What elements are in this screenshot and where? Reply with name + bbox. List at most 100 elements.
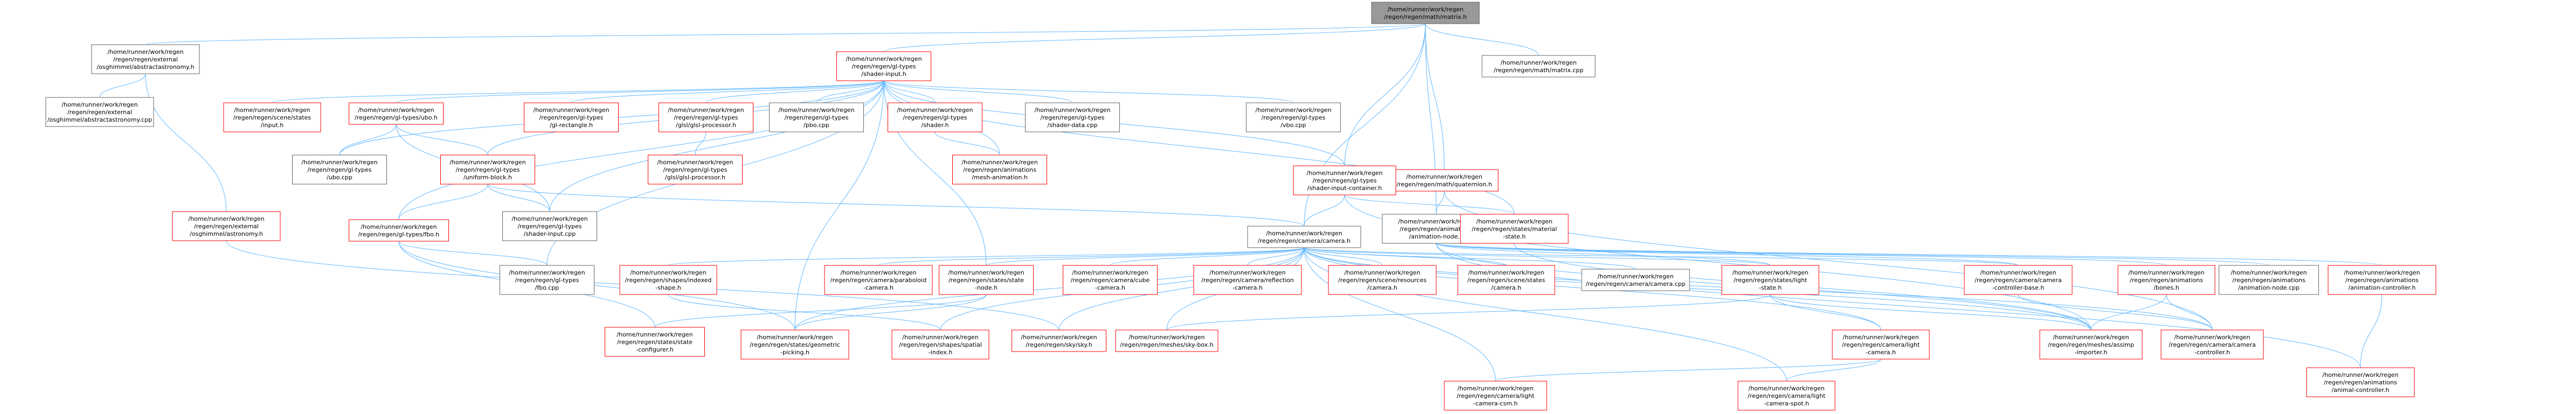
node-label-line: /regen/regen/states/geometric bbox=[750, 341, 840, 348]
edge-state-node-h-to-state-configurer-h bbox=[654, 294, 986, 328]
edge-shader-input-h-to-glsl-processor-h bbox=[705, 81, 884, 103]
node-mesh-animation-h[interactable]: /home/runner/work/regen/regen/regen/anim… bbox=[952, 155, 1047, 185]
node-box bbox=[888, 102, 982, 132]
node-box bbox=[2328, 265, 2436, 295]
node-camera-resources-h[interactable]: /home/runner/work/regen/regen/regen/scen… bbox=[1328, 265, 1437, 295]
edge-shader-input-h-to-gl-rectangle-h bbox=[571, 81, 884, 103]
node-label-line: /regen/regen/meshes/sky-box.h bbox=[1120, 341, 1213, 348]
node-label-line: /regen/regen/gl-types bbox=[903, 114, 967, 121]
node-astronomy-h[interactable]: /home/runner/work/regen/regen/regen/exte… bbox=[91, 44, 200, 74]
node-box bbox=[502, 211, 597, 241]
edge-animation-controller-h-to-animal-controller-h bbox=[2360, 294, 2382, 368]
edge-glsl-processor-h-to-glsl-processor-h2 bbox=[695, 132, 706, 156]
node-label-line: /regen/regen/gl-types bbox=[456, 166, 520, 173]
node-label-line: /shader.h bbox=[922, 122, 949, 129]
node-label-line: /regen/regen/camera/camera.h bbox=[1258, 237, 1351, 244]
edge-camera-h-to-paraboloid-camera-h bbox=[878, 248, 1304, 266]
node-osg-astronomy-h[interactable]: /home/runner/work/regen/regen/regen/exte… bbox=[172, 211, 281, 241]
node-cube-camera-h[interactable]: /home/runner/work/regen/regen/regen/came… bbox=[1063, 265, 1158, 295]
node-label-line: /home/runner/work/regen bbox=[2128, 269, 2204, 276]
node-label-line: /uniform-block.h bbox=[463, 174, 512, 181]
node-uniform-block-h[interactable]: /home/runner/work/regen/regen/regen/gl-t… bbox=[440, 155, 535, 185]
node-sky-h[interactable]: /home/runner/work/regen/regen/regen/sky/… bbox=[1012, 329, 1106, 352]
node-label-line: /gl-rectangle.h bbox=[550, 122, 593, 129]
node-camera-h[interactable]: /home/runner/work/regen/regen/regen/came… bbox=[1247, 226, 1361, 248]
edge-uniform-block-h-to-shader-input-cpp bbox=[488, 184, 550, 212]
node-label-line: /shader-input.h bbox=[861, 71, 906, 78]
node-root[interactable]: /home/runner/work/regen/regen/regen/math… bbox=[1371, 2, 1480, 24]
node-light-camera-csm-h[interactable]: /home/runner/work/regen/regen/regen/came… bbox=[1444, 381, 1547, 411]
node-ubo-cpp[interactable]: /home/runner/work/regen/regen/regen/gl-t… bbox=[292, 155, 387, 185]
node-ubo-h[interactable]: /home/runner/work/regen/regen/regen/gl-t… bbox=[349, 102, 444, 125]
node-animation-node-cpp[interactable]: /home/runner/work/regen/regen/regen/anim… bbox=[2219, 265, 2319, 295]
node-label-line: /regen/regen/gl-types bbox=[308, 166, 372, 173]
node-box bbox=[836, 51, 931, 81]
node-label-line: /regen/regen/animations bbox=[963, 166, 1036, 173]
node-light-state-h[interactable]: /home/runner/work/regen/regen/regen/stat… bbox=[1721, 265, 1819, 295]
node-assimp-importer-h[interactable]: /home/runner/work/regen/regen/regen/mesh… bbox=[2039, 329, 2143, 360]
node-label-line: -camera-csm.h bbox=[1473, 400, 1518, 407]
node-label-line: /shader-input.cpp bbox=[524, 230, 576, 237]
node-label-line: /home/runner/work/regen bbox=[757, 334, 833, 341]
node-label-line: /home/runner/work/regen bbox=[657, 159, 733, 166]
node-label-line: /home/runner/work/regen bbox=[902, 334, 978, 341]
node-scene-states-camera-h[interactable]: /home/runner/work/regen/regen/regen/scen… bbox=[1457, 265, 1555, 295]
node-quaternion-h[interactable]: /home/runner/work/regen/regen/regen/math… bbox=[1390, 169, 1499, 192]
node-label-line: /regen/regen/animations bbox=[2232, 277, 2305, 284]
node-geometric-picking-h[interactable]: /home/runner/work/regen/regen/regen/stat… bbox=[740, 329, 849, 360]
node-label-line: /home/runner/work/regen bbox=[1344, 269, 1420, 276]
edge-root-to-quaternion-h bbox=[1425, 24, 1445, 170]
node-state-configurer-h[interactable]: /home/runner/work/regen/regen/regen/stat… bbox=[605, 327, 705, 357]
node-shader-input-container-h[interactable]: /home/runner/work/regen/regen/regen/gl-t… bbox=[1293, 165, 1396, 195]
node-paraboloid-camera-h[interactable]: /home/runner/work/regen/regen/regen/came… bbox=[824, 265, 933, 295]
node-glsl-processor-h[interactable]: /home/runner/work/regen/regen/regen/gl-t… bbox=[659, 102, 753, 132]
node-label-line: /home/runner/work/regen bbox=[1128, 334, 1204, 341]
node-shader-data-cpp[interactable]: /home/runner/work/regen/regen/regen/gl-t… bbox=[1025, 102, 1120, 132]
node-label-line: /osghimmel/abstractastronomy.cpp bbox=[47, 116, 152, 123]
edge-camera-h-to-assimp-importer-h bbox=[1304, 248, 2092, 331]
node-shader-h[interactable]: /home/runner/work/regen/regen/regen/gl-t… bbox=[888, 102, 982, 132]
node-astronomy-cpp[interactable]: /home/runner/work/regen/regen/regen/exte… bbox=[45, 97, 154, 127]
node-box bbox=[1737, 381, 1836, 411]
node-label-line: /home/runner/work/regen bbox=[2344, 269, 2420, 276]
node-spatial-index-h[interactable]: /home/runner/work/regen/regen/regen/shap… bbox=[891, 329, 989, 360]
node-label-line: /regen/regen/gl-types bbox=[518, 223, 582, 230]
node-sky-box-h[interactable]: /home/runner/work/regen/regen/regen/mesh… bbox=[1115, 329, 1218, 352]
node-indexed-shape-h[interactable]: /home/runner/work/regen/regen/regen/shap… bbox=[619, 265, 717, 295]
node-pbo-cpp[interactable]: /home/runner/work/regen/regen/regen/gl-t… bbox=[769, 102, 864, 132]
node-bones-h[interactable]: /home/runner/work/regen/regen/regen/anim… bbox=[2117, 265, 2215, 295]
node-material-state-h[interactable]: /home/runner/work/regen/regen/regen/stat… bbox=[1460, 214, 1569, 244]
node-label-line: /regen/regen/external bbox=[113, 56, 178, 63]
node-vbo-cpp[interactable]: /home/runner/work/regen/regen/regen/gl-t… bbox=[1246, 102, 1341, 132]
node-animation-controller-h[interactable]: /home/runner/work/regen/regen/regen/anim… bbox=[2328, 265, 2436, 295]
node-shader-input-cpp[interactable]: /home/runner/work/regen/regen/regen/gl-t… bbox=[502, 211, 597, 241]
node-reflection-camera-h[interactable]: /home/runner/work/regen/regen/regen/came… bbox=[1193, 265, 1302, 295]
node-box bbox=[1581, 269, 1690, 291]
edge-camera-h-to-light-state-h bbox=[1304, 248, 1771, 266]
edge-shader-input-h-to-shader-input-cpp bbox=[549, 81, 884, 212]
node-gl-rectangle-h[interactable]: /home/runner/work/regen/regen/regen/gl-t… bbox=[524, 102, 619, 132]
node-label-line: /regen/regen/states/state bbox=[948, 277, 1024, 284]
node-box bbox=[2117, 265, 2215, 295]
node-input-h[interactable]: /home/runner/work/regen/regen/regen/scen… bbox=[223, 102, 321, 132]
node-box bbox=[91, 44, 200, 74]
node-fbo-h[interactable]: /home/runner/work/regen/regen/regen/gl-t… bbox=[349, 219, 449, 242]
node-animal-controller-h[interactable]: /home/runner/work/regen/regen/regen/anim… bbox=[2306, 367, 2415, 397]
node-camera-controller-h[interactable]: /home/runner/work/regen/regen/regen/came… bbox=[2160, 329, 2264, 360]
node-shader-input-h[interactable]: /home/runner/work/regen/regen/regen/gl-t… bbox=[836, 51, 931, 81]
node-glsl-processor-h2[interactable]: /home/runner/work/regen/regen/regen/gl-t… bbox=[648, 155, 743, 185]
node-camera-cpp[interactable]: /home/runner/work/regen/regen/regen/came… bbox=[1581, 269, 1690, 291]
node-label-line: -state.h bbox=[1759, 284, 1782, 291]
node-label-line: /home/runner/work/regen bbox=[1034, 107, 1110, 114]
node-light-camera-spot-h[interactable]: /home/runner/work/regen/regen/regen/came… bbox=[1737, 381, 1836, 411]
edge-animation-node-h-to-camera-controller-base-h bbox=[1436, 243, 2019, 266]
node-box bbox=[349, 219, 449, 242]
edge-indexed-shape-h-to-spatial-index-h bbox=[668, 294, 941, 331]
node-camera-controller-base-h[interactable]: /home/runner/work/regen/regen/regen/came… bbox=[1964, 265, 2073, 295]
node-state-node-h[interactable]: /home/runner/work/regen/regen/regen/stat… bbox=[939, 265, 1034, 295]
node-light-camera-h[interactable]: /home/runner/work/regen/regen/regen/came… bbox=[1832, 329, 1930, 360]
node-matrix-cpp[interactable]: /home/runner/work/regen/regen/regen/math… bbox=[1481, 55, 1596, 78]
node-label-line: /camera.h bbox=[1367, 284, 1397, 291]
node-label-line: /regen/regen/math/matrix.h bbox=[1384, 13, 1466, 20]
node-fbo-cpp[interactable]: /home/runner/work/regen/regen/regen/gl-t… bbox=[500, 265, 594, 295]
